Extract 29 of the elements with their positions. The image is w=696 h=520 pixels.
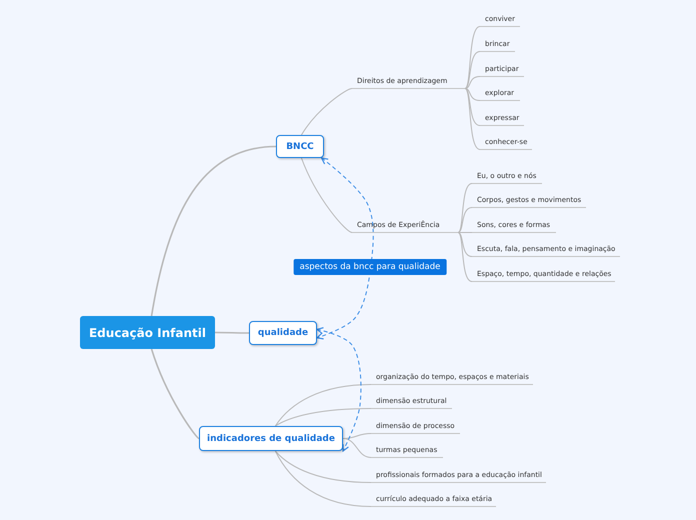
central-topic-box: Educação Infantil — [80, 316, 215, 349]
branch-line — [458, 183, 472, 233]
branch-line — [274, 384, 372, 426]
branch-line — [464, 88, 480, 101]
branch-line — [464, 88, 480, 150]
branch-line — [464, 26, 480, 89]
topic-box: qualidade — [249, 321, 317, 345]
branch-line — [150, 146, 276, 316]
topic-box: indicadores de qualidade — [199, 426, 343, 451]
branch-line — [274, 450, 372, 507]
branch-line — [274, 408, 372, 426]
branch-line — [464, 88, 480, 126]
branch-line — [300, 88, 352, 136]
branch-line — [342, 438, 372, 458]
relationship-arrow — [316, 327, 362, 452]
branch-line — [458, 232, 472, 282]
branch-line — [458, 232, 472, 257]
branch-line — [458, 207, 472, 233]
branch-line — [215, 332, 249, 334]
branch-line — [464, 76, 480, 89]
branch-line — [342, 433, 372, 439]
branch-line — [458, 232, 472, 233]
topic-box: BNCC — [276, 135, 324, 158]
relationship-arrow — [316, 157, 374, 340]
branch-line — [274, 450, 372, 483]
branch-line — [300, 158, 352, 233]
branch-line — [150, 348, 200, 440]
branch-line — [464, 51, 480, 89]
edge-label: aspectos da bncc para qualidade — [294, 259, 446, 275]
